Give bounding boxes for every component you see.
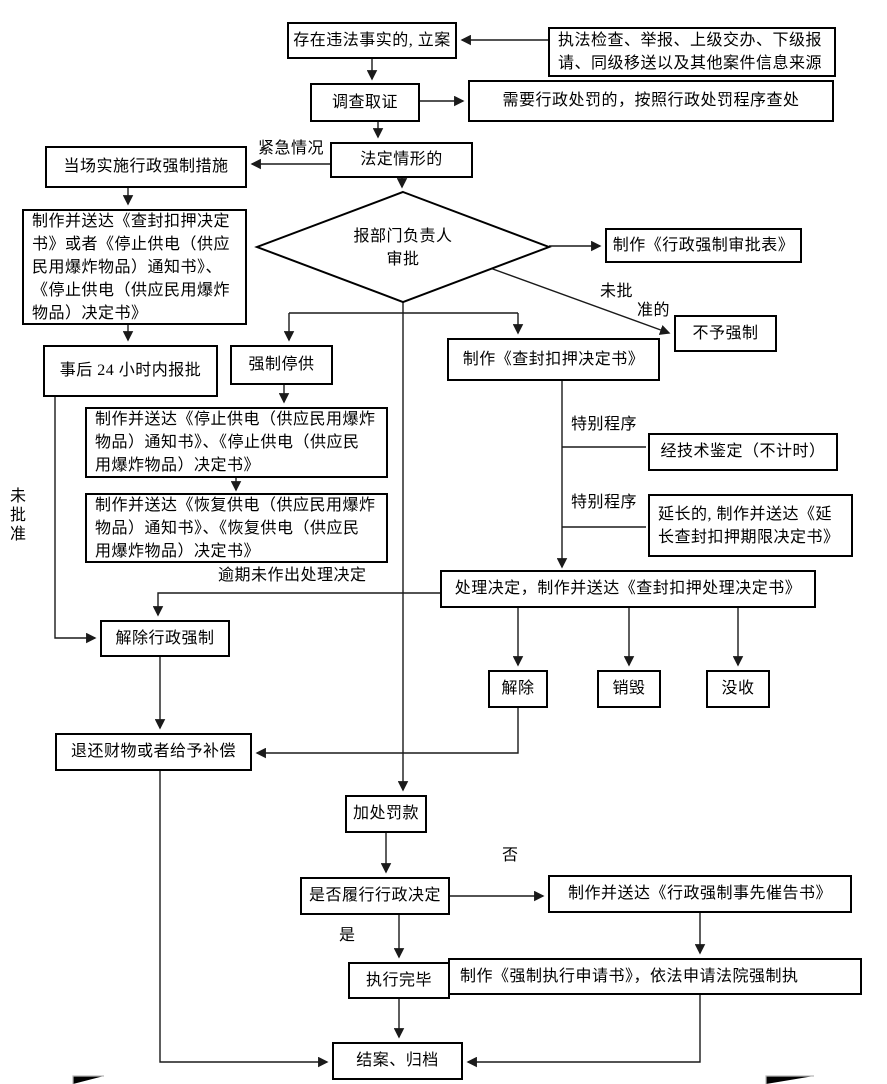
- node-confiscate-item: 没收: [706, 670, 770, 708]
- node-comply-decision: 是否履行行政决定: [300, 877, 450, 915]
- edge-label-special-procedure-2: 特别程序: [571, 494, 638, 511]
- node-leader-approval: 报部门负责人 审批: [353, 228, 453, 268]
- node-court-application: 制作《强制执行申请书》，依法申请法院强制执: [448, 958, 862, 995]
- node-handling-decision: 处理决定，制作并送达《查封扣押处理决定书》: [440, 570, 816, 608]
- node-make-deliver-seizure-docs: 制作并送达《查封扣押决定 书》或者《停止供电（供应 民用爆炸物品）通知书》、 《…: [22, 209, 247, 325]
- node-refund-compensate: 退还财物或者给予补偿: [55, 733, 252, 771]
- edge-label-urgent: 紧急情况: [258, 140, 325, 157]
- node-release-enforcement: 解除行政强制: [100, 620, 230, 657]
- node-info-sources: 执法检查、举报、上级交办、下级报 请、同级移送以及其他案件信息来源: [548, 27, 836, 77]
- edge-label-overdue-no-decision: 逾期未作出处理决定: [218, 567, 367, 584]
- node-no-enforcement: 不予强制: [674, 315, 777, 352]
- node-destroy-item: 销毁: [597, 670, 661, 708]
- node-execution-complete: 执行完毕: [348, 962, 450, 999]
- node-case-filing: 存在违法事实的, 立案: [287, 22, 457, 59]
- edge-label-not-approved-line1: 未批: [600, 283, 634, 300]
- node-release-item: 解除: [488, 670, 548, 708]
- edge-label-no: 否: [502, 847, 519, 864]
- node-make-seizure-decision: 制作《查封扣押决定书》: [447, 338, 660, 381]
- node-approval-form: 制作《行政强制审批表》: [605, 228, 802, 263]
- node-forced-supply-stop: 强制停供: [230, 345, 333, 385]
- node-extend-seizure: 延长的, 制作并送达《延 长查封扣押期限决定书》: [648, 494, 853, 557]
- node-punishment-procedure: 需要行政处罚的，按照行政处罚程序查处: [468, 80, 834, 122]
- decision-diamond: [254, 190, 552, 304]
- edge-label-yes: 是: [339, 927, 356, 944]
- node-statutory-situation: 法定情形的: [330, 142, 473, 178]
- node-additional-fine: 加处罚款: [345, 795, 427, 833]
- node-report-within-24h: 事后 24 小时内报批: [43, 345, 218, 397]
- edge-label-special-procedure-1: 特别程序: [571, 416, 638, 433]
- edge-label-not-approved-line2: 准的: [637, 302, 671, 319]
- edge-label-not-approved-vertical: 未批准: [10, 488, 27, 543]
- node-investigation: 调查取证: [310, 83, 420, 122]
- node-close-archive: 结案、归档: [332, 1042, 463, 1080]
- node-advance-reminder: 制作并送达《行政强制事先催告书》: [548, 875, 852, 913]
- node-technical-appraisal: 经技术鉴定（不计时）: [648, 433, 838, 471]
- node-onsite-enforcement: 当场实施行政强制措施: [45, 146, 247, 188]
- node-resume-supply-docs: 制作并送达《恢复供电（供应民用爆炸 物品）通知书》、《恢复供电（供应民 用爆炸物…: [85, 493, 388, 563]
- node-stop-supply-docs: 制作并送达《停止供电（供应民用爆炸 物品）通知书》、《停止供电（供应民 用爆炸物…: [85, 407, 388, 478]
